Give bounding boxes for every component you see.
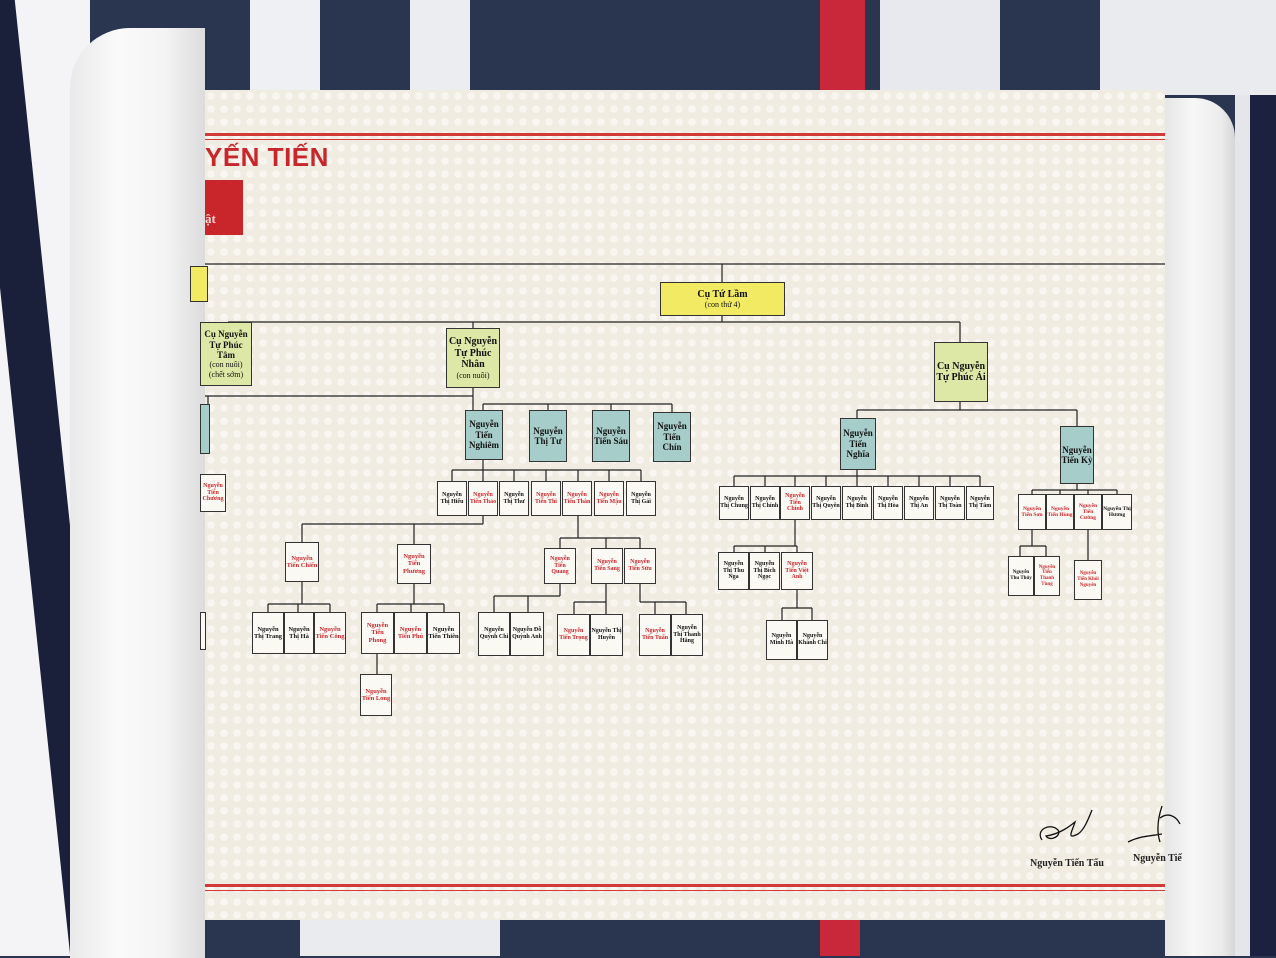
node-quynh-chi: Nguyễn Quỳnh Chi: [478, 612, 510, 656]
red-border-top: [205, 133, 1165, 136]
node-chung: Nguyễn Thị Chung: [719, 486, 749, 520]
node-thi-chinh: Nguyễn Thị Chính: [750, 486, 780, 520]
node-thao: Nguyễn Tiến Thảo: [468, 481, 498, 516]
red-border-bottom: [205, 884, 1165, 887]
node-sang: Nguyễn Tiến Sang: [591, 548, 623, 584]
node-phuc-nhan: Cụ Nguyễn Tự Phúc Nhân (con nuôi): [446, 328, 500, 388]
node-cuong: Nguyễn Tiến Cường: [1074, 494, 1102, 530]
node-huyen: Nguyễn Thị Huyền: [590, 614, 623, 656]
node-gai: Nguyễn Thị Gái: [626, 481, 656, 516]
family-tree-sheet: [205, 90, 1165, 920]
node-cong: Nguyễn Tiến Công: [314, 612, 346, 654]
node-tien-chinh: Nguyễn Tiến Chính: [780, 486, 810, 520]
node-thu-nga: Nguyễn Thị Thu Nga: [718, 552, 749, 590]
scroll-roll-left: [70, 28, 205, 958]
node-hoa: Nguyễn Thị Hòa: [873, 486, 903, 520]
node-phuc-tam: Cụ Nguyễn Tự Phúc Tâm (con nuôi) (chết s…: [200, 322, 252, 386]
node-left-partial-teal: [200, 404, 210, 454]
node-suu: Nguyễn Tiến Sửu: [624, 548, 656, 584]
node-phuong: Nguyễn Tiến Phương: [397, 544, 431, 584]
node-thi-tu: Nguyễn Thị Tư: [529, 410, 567, 462]
node-ky: Nguyễn Tiến Kỳ: [1060, 426, 1094, 484]
node-quang: Nguyễn Tiến Quang: [544, 548, 576, 584]
node-phu: Nguyễn Tiến Phú: [394, 612, 427, 654]
node-thanh-hang: Nguyễn Thị Thanh Hằng: [671, 614, 703, 656]
tree-title: YẾN TIẾN: [205, 142, 329, 172]
node-ha: Nguyễn Thị Hà: [284, 612, 314, 654]
node-trang: Nguyễn Thị Trang: [252, 612, 284, 654]
node-toan: Nguyễn Thị Toàn: [935, 486, 965, 520]
node-root: Cụ Tứ Lầm (con thứ 4): [660, 282, 785, 316]
signature-name-2: Nguyễn Tiế: [1133, 853, 1182, 864]
node-huong: Nguyễn Thị Hương: [1102, 494, 1132, 530]
node-phong: Nguyễn Tiến Phong: [361, 612, 394, 654]
node-chuong: Nguyễn Tiến Chương: [200, 474, 226, 512]
node-trong: Nguyễn Tiến Trọng: [557, 614, 590, 656]
node-thanh-tung: Nguyễn Tiến Thanh Tùng: [1034, 556, 1060, 596]
node-thi: Nguyễn Tiến Thi: [531, 481, 561, 516]
node-chien: Nguyễn Tiến Chiến: [285, 542, 319, 582]
node-hung: Nguyễn Tiến Hùng: [1046, 494, 1074, 530]
node-sau: Nguyễn Tiến Sáu: [592, 410, 630, 462]
node-nghiem: Nguyễn Tiến Nghiêm: [465, 410, 503, 460]
node-bich-ngoc: Nguyễn Thị Bích Ngọc: [749, 552, 780, 590]
node-phuc-ai: Cụ Nguyễn Tự Phúc Ái: [934, 342, 988, 402]
red-border-bottom-thin: [205, 890, 1165, 891]
node-hieu: Nguyễn Thị Hiếu: [437, 481, 467, 516]
node-an: Nguyễn Thị An: [904, 486, 934, 520]
node-left-partial-yellow: [190, 266, 208, 302]
node-viet-anh: Nguyễn Tiến Việt Anh: [781, 552, 813, 590]
node-binh: Nguyễn Thị Bình: [842, 486, 872, 520]
node-mau: Nguyễn Tiến Mậu: [594, 481, 624, 516]
node-than: Nguyễn Tiến Thân: [562, 481, 592, 516]
node-thien: Nguyễn Tiến Thiên: [427, 612, 460, 654]
node-khoi-nguyen: Nguyễn Tiến Khôi Nguyên: [1074, 560, 1102, 600]
node-minh-ha: Nguyễn Minh Hà: [766, 620, 797, 660]
red-label-box: ật: [205, 180, 243, 235]
node-thu: Nguyễn Thị Thư: [499, 481, 529, 516]
node-quynh-anh: Nguyễn Đỗ Quỳnh Anh: [510, 612, 544, 656]
node-tam: Nguyễn Thị Tâm: [966, 486, 994, 520]
node-left-partial-low: [200, 612, 206, 650]
node-thu-thuy: Nguyễn Thu Thủy: [1008, 556, 1034, 596]
signature-name-1: Nguyễn Tiến Tấu: [1030, 858, 1104, 869]
node-long: Nguyễn Tiến Long: [360, 674, 392, 716]
red-border-top-thin: [205, 139, 1165, 140]
node-quyen: Nguyễn Thị Quyên: [811, 486, 841, 520]
node-chin: Nguyễn Tiến Chín: [653, 412, 691, 462]
scroll-roll-right: [1165, 98, 1235, 956]
node-son: Nguyễn Tiến Sơn: [1018, 494, 1046, 530]
node-khanh-chi: Nguyễn Khánh Chi: [797, 620, 828, 660]
node-nghia: Nguyễn Tiến Nghĩa: [840, 418, 876, 470]
node-tuan: Nguyễn Tiến Tuấn: [639, 614, 671, 656]
